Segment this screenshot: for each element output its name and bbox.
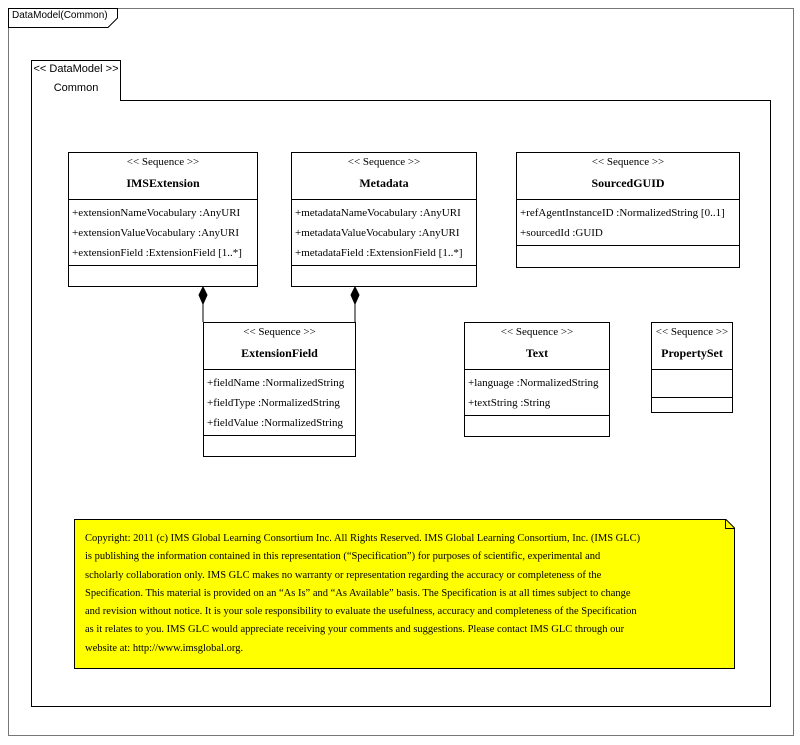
attribute-row: +refAgentInstanceID :NormalizedString [0… [520,207,725,219]
attribute-compartment: +refAgentInstanceID :NormalizedString [0… [517,200,739,246]
class-name: ExtensionField [241,346,318,360]
class-header: << Sequence >> ExtensionField [204,323,355,370]
class-stereotype: << Sequence >> [591,156,665,168]
copyright-note-text: Copyright: 2011 (c) IMS Global Learning … [85,533,641,654]
attribute-compartment: +fieldName :NormalizedString +fieldType … [204,370,355,436]
attribute-compartment: +metadataNameVocabulary :AnyURI +metadat… [292,200,476,266]
copyright-note[interactable]: Copyright: 2011 (c) IMS Global Learning … [74,519,735,669]
class-header: << Sequence >> SourcedGUID [517,153,739,200]
attribute-compartment: +extensionNameVocabulary :AnyURI +extens… [69,200,257,266]
operation-compartment [69,266,257,288]
attribute-row: +fieldName :NormalizedString [207,377,345,389]
class-extension-field[interactable]: << Sequence >> ExtensionField +fieldName… [203,322,356,457]
operation-compartment [465,416,609,438]
note-fold-corner [725,519,735,529]
attribute-row: +sourcedId :GUID [520,227,603,239]
composition-metadata-to-extension-field [350,285,360,322]
class-header: << Sequence >> IMSExtension [69,153,257,200]
operation-compartment [517,246,739,268]
composition-ims-extension-to-extension-field [198,285,208,322]
class-stereotype: << Sequence >> [126,156,200,168]
operation-compartment [652,398,732,420]
attribute-row: +fieldValue :NormalizedString [207,417,344,429]
attribute-row: +extensionField :ExtensionField [1..*] [72,247,242,259]
class-header: << Sequence >> PropertySet [652,323,732,370]
class-header: << Sequence >> Metadata [292,153,476,200]
attribute-row: +extensionNameVocabulary :AnyURI [72,207,241,219]
diagram-frame [8,8,794,736]
attribute-compartment [652,370,732,398]
class-name: Text [525,346,549,360]
operation-compartment [204,436,355,458]
class-stereotype: << Sequence >> [655,326,729,338]
class-name: SourcedGUID [591,176,665,190]
class-property-set[interactable]: << Sequence >> PropertySet [651,322,733,413]
class-name: Metadata [359,176,409,190]
attribute-row: +textString :String [468,397,551,409]
attribute-row: +metadataNameVocabulary :AnyURI [295,207,461,219]
class-name: IMSExtension [126,176,200,190]
frame-tab [8,8,118,28]
attribute-row: +extensionValueVocabulary :AnyURI [72,227,239,239]
class-metadata[interactable]: << Sequence >> Metadata +metadataNameVoc… [291,152,477,287]
class-name: PropertySet [661,346,723,360]
attribute-row: +metadataField :ExtensionField [1..*] [295,247,463,259]
class-sourced-guid[interactable]: << Sequence >> SourcedGUID +refAgentInst… [516,152,740,268]
package-tab[interactable] [31,60,121,101]
frame-title: DataModel(Common) [12,10,108,21]
class-stereotype: << Sequence >> [347,156,421,168]
attribute-row: +language :NormalizedString [468,377,599,389]
class-header: << Sequence >> Text [465,323,609,370]
class-stereotype: << Sequence >> [243,326,316,338]
package-name: Common [53,82,99,94]
attribute-row: +metadataValueVocabulary :AnyURI [295,227,460,239]
class-ims-extension[interactable]: << Sequence >> IMSExtension +extensionNa… [68,152,258,287]
operation-compartment [292,266,476,288]
attribute-row: +fieldType :NormalizedString [207,397,340,409]
package-stereotype: << DataModel >> [33,63,119,75]
class-text[interactable]: << Sequence >> Text +language :Normalize… [464,322,610,437]
attribute-compartment: +language :NormalizedString +textString … [465,370,609,416]
class-stereotype: << Sequence >> [500,326,574,338]
